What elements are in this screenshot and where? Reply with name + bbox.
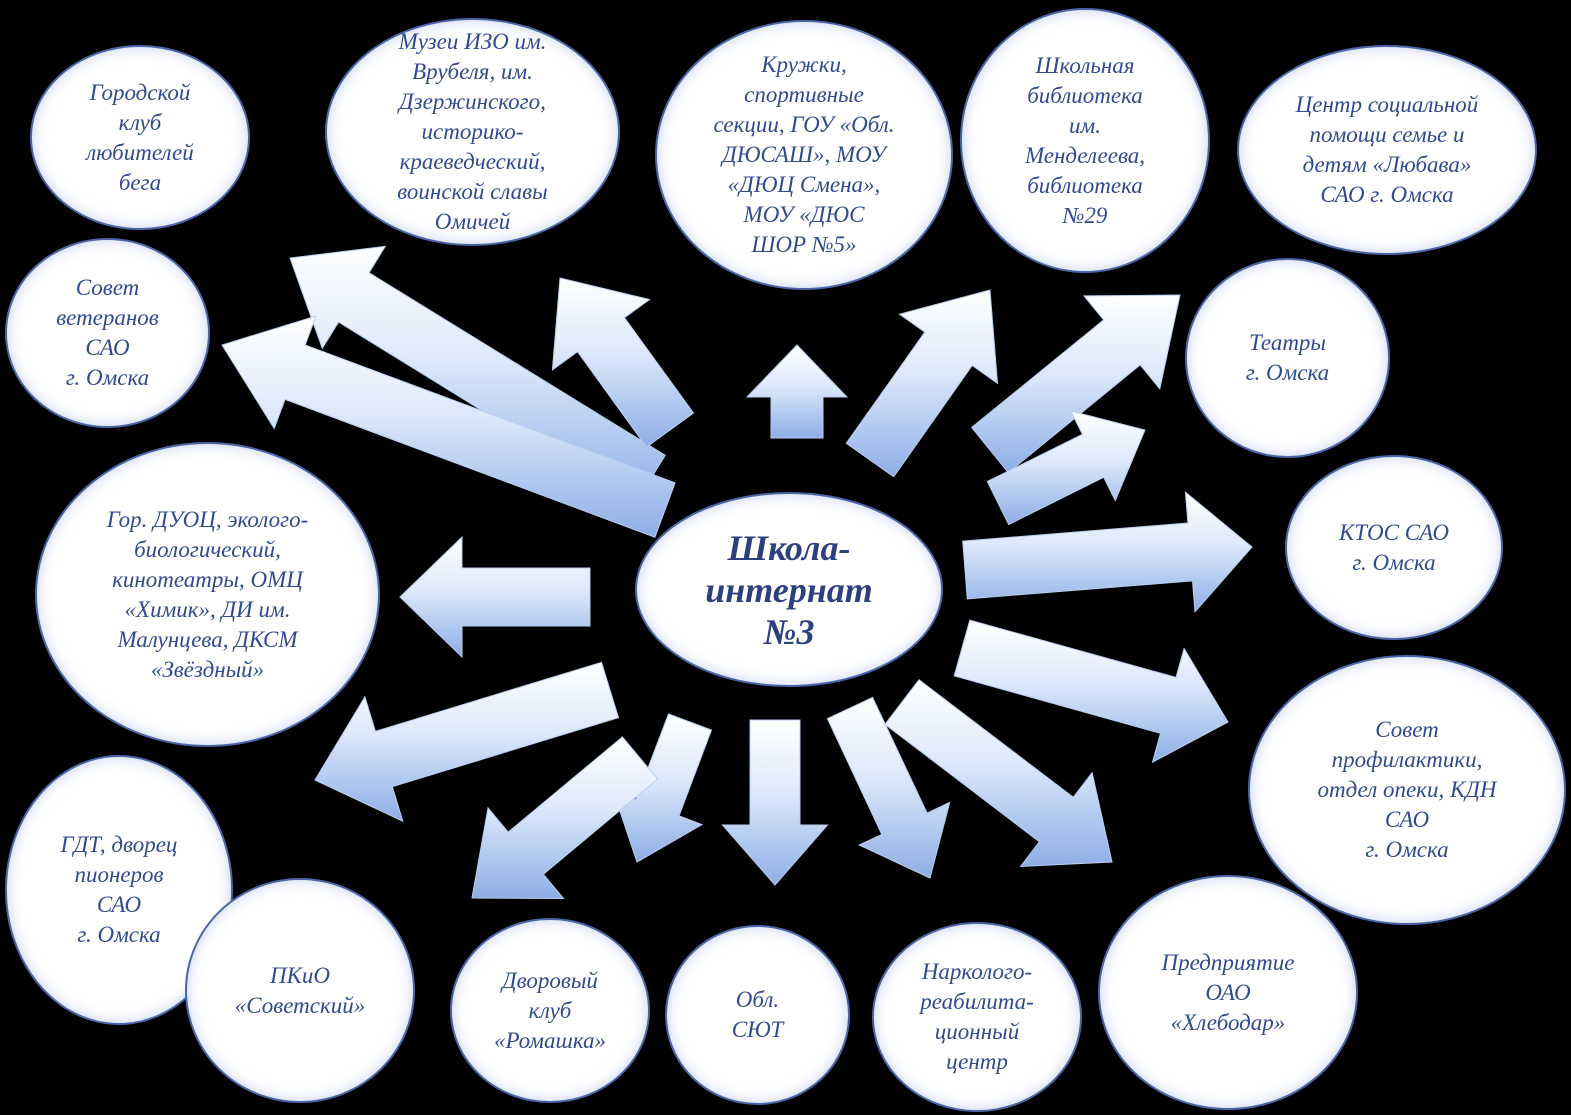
arrow-to-sport-clubs <box>745 344 849 439</box>
node-museums: Музеи ИЗО им. Врубеля, им. Дзержинского,… <box>325 18 620 246</box>
arrow-to-museums <box>551 277 695 448</box>
node-label: Нарколого- реабилита- ционный центр <box>920 959 1034 1074</box>
node-label: Дворовый клуб «Ромашка» <box>493 967 607 1053</box>
arrow-to-lyubava <box>970 294 1181 474</box>
node-pioneers-palace: ГДТ, дворец пионеров САО г. Омска <box>5 755 233 1025</box>
node-label: Центр социальной помощи семье и детям «Л… <box>1295 92 1479 207</box>
node-khlebodar: Предприятие ОАО «Хлебодар» <box>1098 875 1358 1110</box>
arrow-to-ktos <box>962 490 1253 614</box>
arrow-to-veterans <box>221 315 676 538</box>
node-rehab-center: Нарколого- реабилита- ционный центр <box>872 922 1082 1112</box>
arrow-to-khlebodar <box>884 678 1113 868</box>
arrow-to-theatres <box>986 410 1146 526</box>
node-duoc-cinemas: Гор. ДУОЦ, эколого- биологический, кинот… <box>35 442 380 747</box>
node-veterans-council: Совет ветеранов САО г. Омска <box>5 238 210 428</box>
arrow-to-prevention <box>953 619 1229 764</box>
node-syut: Обл. СЮТ <box>665 925 850 1105</box>
node-lyubava-center: Центр социальной помощи семье и детям «Л… <box>1237 45 1537 255</box>
arrow-to-duoc <box>399 535 591 659</box>
node-theatres: Театры г. Омска <box>1185 258 1390 458</box>
node-park-sovetsky: ПКиО «Советский» <box>185 878 415 1103</box>
node-label: Гор. ДУОЦ, эколого- биологический, кинот… <box>106 506 309 682</box>
node-label: Школьная библиотека им. Менделеева, библ… <box>1024 52 1146 228</box>
arrow-to-park <box>471 736 659 900</box>
node-sport-clubs: Кружки, спортивные секции, ГОУ «Обл. ДЮС… <box>655 20 953 290</box>
node-label: ПКиО «Советский» <box>234 962 366 1018</box>
node-label: Обл. СЮТ <box>731 987 784 1042</box>
center-node-school: Школа- интернат №3 <box>635 492 943 687</box>
node-label: КТОС САО г. Омска <box>1338 519 1449 575</box>
node-label: Совет профилактики, отдел опеки, КДН САО… <box>1317 717 1497 862</box>
arrow-to-syut <box>721 719 829 886</box>
node-label: ГДТ, дворец пионеров САО г. Омска <box>60 832 178 947</box>
arrow-to-pioneers <box>314 661 620 823</box>
node-running-club: Городской клуб любителей бега <box>30 45 250 230</box>
node-label: Совет ветеранов САО г. Омска <box>56 275 159 390</box>
arrow-to-rehab <box>826 696 951 879</box>
node-label: Предприятие ОАО «Хлебодар» <box>1161 949 1295 1035</box>
arrow-to-libraries <box>845 289 999 478</box>
node-prevention-council: Совет профилактики, отдел опеки, КДН САО… <box>1248 655 1566 925</box>
node-label: Музеи ИЗО им. Врубеля, им. Дзержинского,… <box>397 29 548 234</box>
node-romashka-club: Дворовый клуб «Ромашка» <box>450 918 650 1103</box>
center-label: Школа- интернат №3 <box>705 527 873 652</box>
node-label: Кружки, спортивные секции, ГОУ «Обл. ДЮС… <box>713 52 895 257</box>
node-ktos: КТОС САО г. Омска <box>1285 455 1503 640</box>
node-label: Городской клуб любителей бега <box>86 79 194 195</box>
node-label: Театры г. Омска <box>1245 330 1330 385</box>
node-libraries: Школьная библиотека им. Менделеева, библ… <box>960 8 1210 273</box>
